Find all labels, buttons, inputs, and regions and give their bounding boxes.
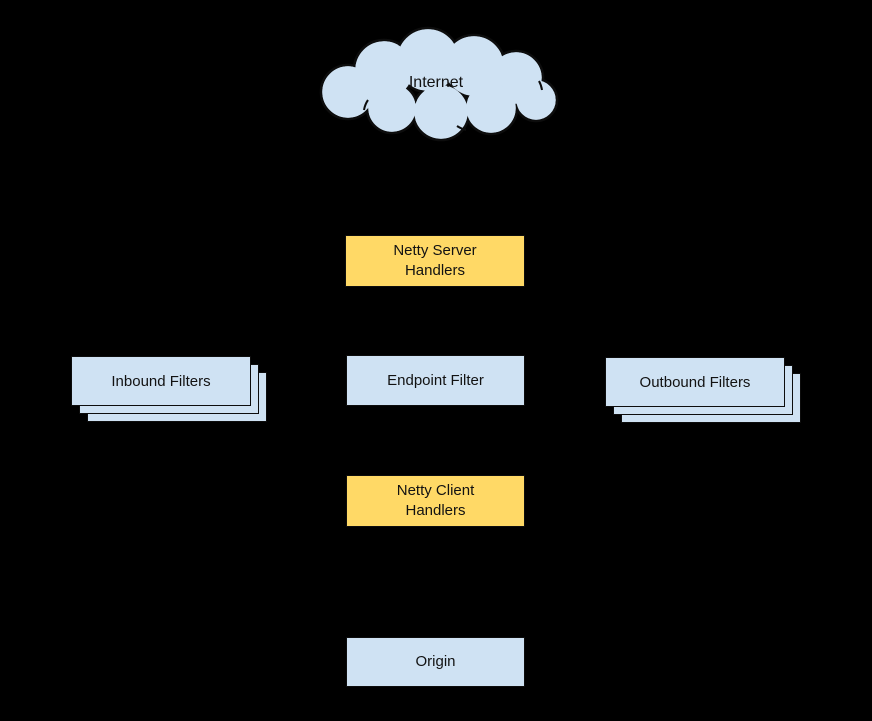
node-outbound-filters: Outbound Filters bbox=[605, 357, 785, 407]
internet-cloud-label: Internet bbox=[408, 74, 464, 91]
cloud-icon bbox=[319, 26, 559, 142]
node-inbound-filters-stack: Inbound Filters bbox=[71, 356, 268, 423]
node-outbound-filters-stack: Outbound Filters bbox=[605, 357, 802, 424]
internet-cloud-node: Internet bbox=[306, 26, 566, 144]
node-endpoint-filter-label: Endpoint Filter bbox=[387, 371, 484, 389]
node-outbound-filters-label: Outbound Filters bbox=[639, 373, 751, 391]
node-inbound-filters: Inbound Filters bbox=[71, 356, 251, 406]
node-endpoint-filter: Endpoint Filter bbox=[346, 355, 525, 406]
node-netty-client-handlers-label: Netty Client Handlers bbox=[396, 482, 475, 519]
node-origin-label: Origin bbox=[415, 653, 456, 670]
node-netty-server-handlers-label: Netty Server Handlers bbox=[393, 242, 477, 279]
node-netty-server-handlers: Netty Server Handlers bbox=[345, 235, 525, 287]
node-origin: Origin bbox=[346, 637, 525, 687]
node-netty-client-handlers: Netty Client Handlers bbox=[346, 475, 525, 527]
node-inbound-filters-label: Inbound Filters bbox=[111, 372, 211, 390]
